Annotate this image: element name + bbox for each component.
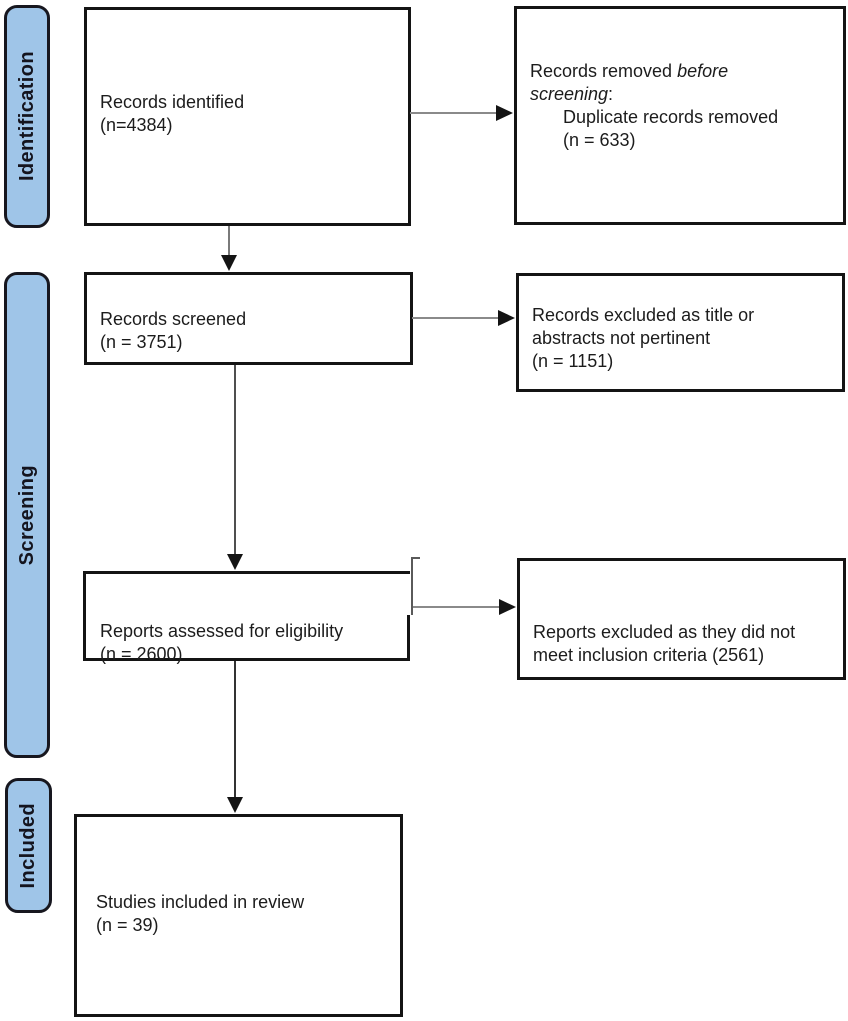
assessed-bracket-vertical [411, 557, 413, 615]
box-line: meet inclusion criteria (2561) [533, 645, 765, 665]
box-records-removed: Records removed before screening: Duplic… [514, 6, 846, 225]
box-line: Duplicate records removed [563, 107, 779, 127]
box-line: Studies included in review [96, 892, 305, 912]
stage-label-screening: Screening [15, 464, 38, 566]
reports-assessed-text: Reports assessed for eligibility (n = 26… [100, 620, 410, 666]
stage-label-included: Included [17, 802, 39, 889]
records-screened-text: Records screened (n = 3751) [100, 308, 400, 354]
stage-tab-identification: Identification [4, 5, 50, 228]
arrow-identified-to-removed-line [410, 112, 498, 114]
reports-excluded-text: Reports excluded as they did not meet in… [533, 621, 835, 667]
arrow-screened-to-excluded-line [412, 317, 500, 319]
stage-tab-screening: Screening [4, 272, 50, 758]
arrow-identified-to-screened-line [228, 226, 230, 257]
box-reports-assessed: Reports assessed for eligibility (n = 26… [83, 571, 410, 664]
records-removed-text: Records removed before screening: Duplic… [530, 60, 833, 152]
reports-assessed-right-edge [407, 615, 410, 661]
box-line: Records identified [100, 92, 245, 112]
records-identified-text: Records identified (n=4384) [100, 91, 398, 137]
assessed-bracket-tick [411, 557, 420, 559]
arrow-assessed-to-included-head [227, 797, 243, 813]
box-line: Records removed before [530, 61, 729, 81]
arrow-screened-to-excluded-head [498, 310, 515, 326]
arrow-screened-to-assessed-line [234, 365, 236, 556]
box-records-excluded: Records excluded as title or abstracts n… [516, 273, 845, 392]
box-reports-excluded: Reports excluded as they did not meet in… [517, 558, 846, 680]
arrow-assessed-to-excluded-line [413, 606, 500, 608]
arrow-identified-to-removed-head [496, 105, 513, 121]
arrow-assessed-to-excluded-head [499, 599, 516, 615]
arrow-screened-to-assessed-head [227, 554, 243, 570]
records-excluded-text: Records excluded as title or abstracts n… [532, 304, 834, 373]
arrow-assessed-to-included-line [234, 661, 236, 799]
arrow-identified-to-screened-head [221, 255, 237, 271]
box-count: (n = 39) [96, 915, 159, 935]
box-line: Reports assessed for eligibility [100, 621, 344, 641]
box-line: abstracts not pertinent [532, 328, 711, 348]
box-line: Reports excluded as they did not [533, 622, 796, 642]
box-records-identified: Records identified (n=4384) [84, 7, 411, 226]
box-count: (n = 633) [563, 130, 636, 150]
box-count: (n = 1151) [532, 351, 614, 371]
box-count: (n = 3751) [100, 332, 183, 352]
stage-label-identification: Identification [15, 51, 38, 182]
stage-tab-included: Included [5, 778, 52, 913]
box-line: Records screened [100, 309, 247, 329]
box-line: screening: [530, 84, 614, 104]
box-line: Records excluded as title or [532, 305, 755, 325]
box-count: (n = 2600) [100, 644, 183, 664]
box-count: (n=4384) [100, 115, 173, 135]
box-studies-included: Studies included in review (n = 39) [74, 814, 403, 1017]
box-records-screened: Records screened (n = 3751) [84, 272, 413, 365]
studies-included-text: Studies included in review (n = 39) [96, 891, 390, 937]
